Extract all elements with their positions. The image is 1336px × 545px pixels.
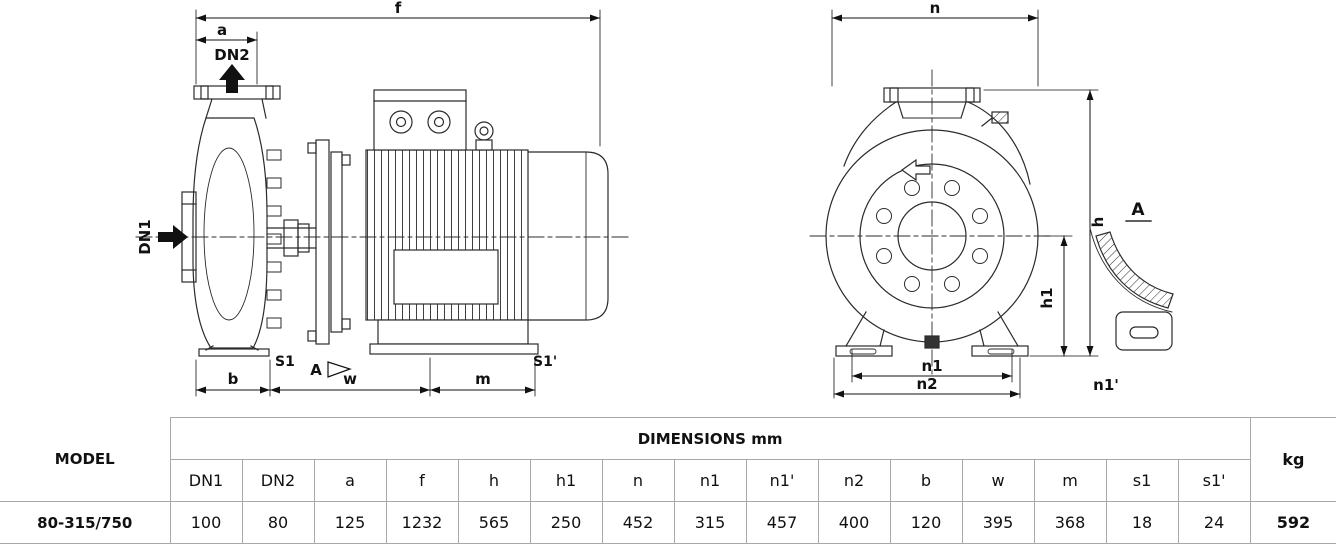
value-n2: 400 bbox=[817, 501, 891, 544]
col-header-b: b bbox=[889, 459, 963, 502]
dn2-flow-arrow-icon bbox=[219, 64, 245, 93]
dimensions-header: DIMENSIONS mm bbox=[169, 417, 1251, 460]
col-header-s1: s1 bbox=[1105, 459, 1179, 502]
table-header-row-1: MODEL DIMENSIONS mm kg bbox=[0, 417, 1336, 502]
motor-fan-cover bbox=[527, 151, 609, 321]
value-m: 368 bbox=[1033, 501, 1107, 544]
value-dn1: 100 bbox=[169, 501, 243, 544]
drain-plug bbox=[924, 335, 940, 349]
col-header-h1: h1 bbox=[529, 459, 603, 502]
vent-plug bbox=[981, 111, 1009, 127]
table-header-row-2: DN1 DN2 a f h h1 n n1 n1' n2 b w m s1 s1… bbox=[0, 459, 1336, 502]
value-s1: 18 bbox=[1105, 501, 1179, 544]
value-h1: 250 bbox=[529, 501, 603, 544]
col-header-dn2: DN2 bbox=[241, 459, 315, 502]
value-n1-prime: 457 bbox=[745, 501, 819, 544]
foot-slot bbox=[1129, 326, 1159, 339]
dn1-flow-arrow-icon bbox=[158, 225, 188, 249]
dim-n-label: n bbox=[930, 0, 941, 17]
pump-foot bbox=[198, 345, 270, 357]
lifting-eye bbox=[474, 121, 494, 151]
motor-nameplate bbox=[393, 249, 499, 305]
pump-side-view: f a DN2 DN1 S1 A S1' b w m bbox=[135, 0, 629, 397]
col-header-h: h bbox=[457, 459, 531, 502]
rotation-arrow-icon bbox=[900, 158, 931, 182]
dim-n1-label: n1 bbox=[921, 357, 942, 375]
col-header-a: a bbox=[313, 459, 387, 502]
model-header: MODEL bbox=[0, 417, 171, 502]
col-header-f: f bbox=[385, 459, 459, 502]
detail-a-label: A bbox=[1131, 200, 1145, 220]
sectioned-rib bbox=[1095, 231, 1174, 309]
right-foot bbox=[971, 311, 1029, 357]
col-header-s1-prime: s1' bbox=[1177, 459, 1251, 502]
volute-contour bbox=[203, 147, 255, 321]
value-a: 125 bbox=[313, 501, 387, 544]
s1-prime-label: S1' bbox=[533, 354, 557, 370]
front-view-dimension-lines bbox=[831, 9, 1099, 399]
col-header-dn1: DN1 bbox=[169, 459, 243, 502]
weight-header: kg bbox=[1249, 417, 1336, 502]
dim-h1-label: h1 bbox=[1038, 287, 1056, 308]
table-row: 80-315/750 100 80 125 1232 565 250 452 3… bbox=[0, 501, 1336, 544]
dn2-label: DN2 bbox=[214, 46, 249, 64]
weight-cell: 592 bbox=[1249, 501, 1336, 544]
value-w: 395 bbox=[961, 501, 1035, 544]
value-s1-prime: 24 bbox=[1177, 501, 1251, 544]
dim-n2-label: n2 bbox=[916, 375, 937, 393]
dim-m-label: m bbox=[475, 370, 491, 388]
dim-h-label: h bbox=[1089, 217, 1107, 228]
dim-a-label: a bbox=[217, 21, 227, 39]
foot-pad-section bbox=[1115, 311, 1173, 351]
dim-w-label: w bbox=[343, 370, 357, 388]
motor-feet bbox=[377, 319, 529, 345]
col-header-m: m bbox=[1033, 459, 1107, 502]
cable-glands bbox=[389, 110, 451, 134]
foot-detail-view: A n1' bbox=[1089, 200, 1174, 394]
pump-casing bbox=[192, 117, 268, 349]
col-header-n1: n1 bbox=[673, 459, 747, 502]
dn1-label: DN1 bbox=[136, 219, 154, 254]
section-view-arrow-icon bbox=[327, 361, 352, 378]
value-f: 1232 bbox=[385, 501, 459, 544]
terminal-box bbox=[373, 89, 467, 151]
dimensions-table: MODEL DIMENSIONS mm kg DN1 DN2 a f h h1 … bbox=[0, 417, 1336, 544]
section-a-label: A bbox=[310, 361, 322, 379]
value-b: 120 bbox=[889, 501, 963, 544]
dim-n1-prime-label: n1' bbox=[1093, 376, 1119, 394]
value-n: 452 bbox=[601, 501, 675, 544]
pump-front-view: n h h1 n1 n2 bbox=[809, 0, 1107, 399]
dim-b-label: b bbox=[228, 370, 239, 388]
s1-label: S1 bbox=[275, 354, 295, 370]
value-n1: 315 bbox=[673, 501, 747, 544]
col-header-w: w bbox=[961, 459, 1035, 502]
motor-base-plate bbox=[369, 343, 539, 355]
pump-technical-drawing: f a DN2 DN1 S1 A S1' b w m bbox=[135, 0, 1174, 399]
col-header-n1-prime: n1' bbox=[745, 459, 819, 502]
discharge-flange-front bbox=[843, 87, 1031, 185]
side-view-dimension-lines bbox=[195, 9, 601, 397]
value-h: 565 bbox=[457, 501, 531, 544]
col-header-n: n bbox=[601, 459, 675, 502]
casing-cover-bolts bbox=[266, 149, 282, 329]
value-dn2: 80 bbox=[241, 501, 315, 544]
bearing-bracket bbox=[266, 139, 351, 345]
left-foot bbox=[835, 311, 893, 357]
cover-bolt-circle bbox=[876, 180, 988, 292]
hub-bore-circle bbox=[897, 201, 967, 271]
motor bbox=[365, 89, 609, 355]
col-header-n2: n2 bbox=[817, 459, 891, 502]
model-cell: 80-315/750 bbox=[0, 501, 171, 544]
dim-f-label: f bbox=[395, 0, 402, 17]
cover-circle bbox=[859, 163, 1005, 309]
